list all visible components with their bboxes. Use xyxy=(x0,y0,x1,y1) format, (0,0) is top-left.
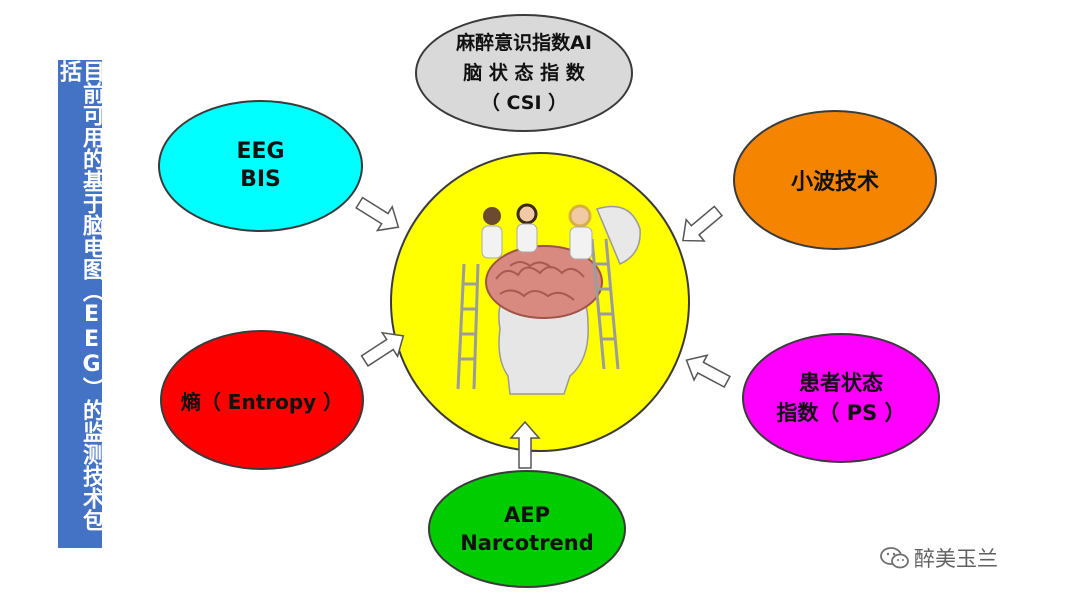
scientist-1 xyxy=(481,207,503,259)
center-circle xyxy=(390,152,690,452)
sidebar-title: 目前可用的基于脑电图（EEG）的监测技术包括 xyxy=(56,60,104,548)
watermark: 醉美玉兰 xyxy=(880,543,998,573)
ladder-left xyxy=(456,263,480,390)
skull-cap xyxy=(595,205,641,266)
node-aep-narcotrend: AEP Narcotrend xyxy=(428,470,626,588)
watermark-text: 醉美玉兰 xyxy=(914,547,998,571)
brain-scientists-illustration xyxy=(456,203,641,395)
node-csi-line1: 麻醉意识指数AI xyxy=(456,32,592,54)
arrow-from-eeg xyxy=(355,196,400,232)
node-wavelet: 小波技术 xyxy=(733,110,937,250)
ladder-right xyxy=(590,238,620,370)
arrow-from-wavelet xyxy=(682,205,724,242)
node-eeg-line2: BIS xyxy=(240,167,281,192)
node-aep-line2: Narcotrend xyxy=(460,531,594,555)
wechat-icon xyxy=(880,547,909,569)
node-ps-line1: 患者状态 xyxy=(799,371,883,395)
node-csi: 麻醉意识指数AI 脑 状 态 指 数 （ CSI ） xyxy=(415,14,633,132)
node-aep-line1: AEP xyxy=(504,503,550,527)
node-eeg-line1: EEG xyxy=(236,139,285,164)
node-entropy: 熵（ Entropy ） xyxy=(160,330,364,470)
scientist-3 xyxy=(568,204,593,260)
node-patient-state-index: 患者状态 指数（ PS ） xyxy=(742,333,940,463)
arrow-from-ps xyxy=(685,354,731,389)
node-csi-line2: 脑 状 态 指 数 xyxy=(463,62,585,84)
arrow-from-aep xyxy=(509,420,541,469)
node-eeg-bis: EEG BIS xyxy=(158,100,363,232)
node-ps-line2: 指数（ PS ） xyxy=(776,401,906,425)
arrow-from-entropy xyxy=(360,331,405,367)
scientist-2 xyxy=(516,203,538,253)
node-wavelet-line1: 小波技术 xyxy=(790,170,879,195)
sidebar-title-text: 目前可用的基于脑电图（EEG）的监测技术包括 xyxy=(56,60,104,531)
node-csi-line3: （ CSI ） xyxy=(480,92,568,114)
node-entropy-line1: 熵（ Entropy ） xyxy=(180,389,344,414)
